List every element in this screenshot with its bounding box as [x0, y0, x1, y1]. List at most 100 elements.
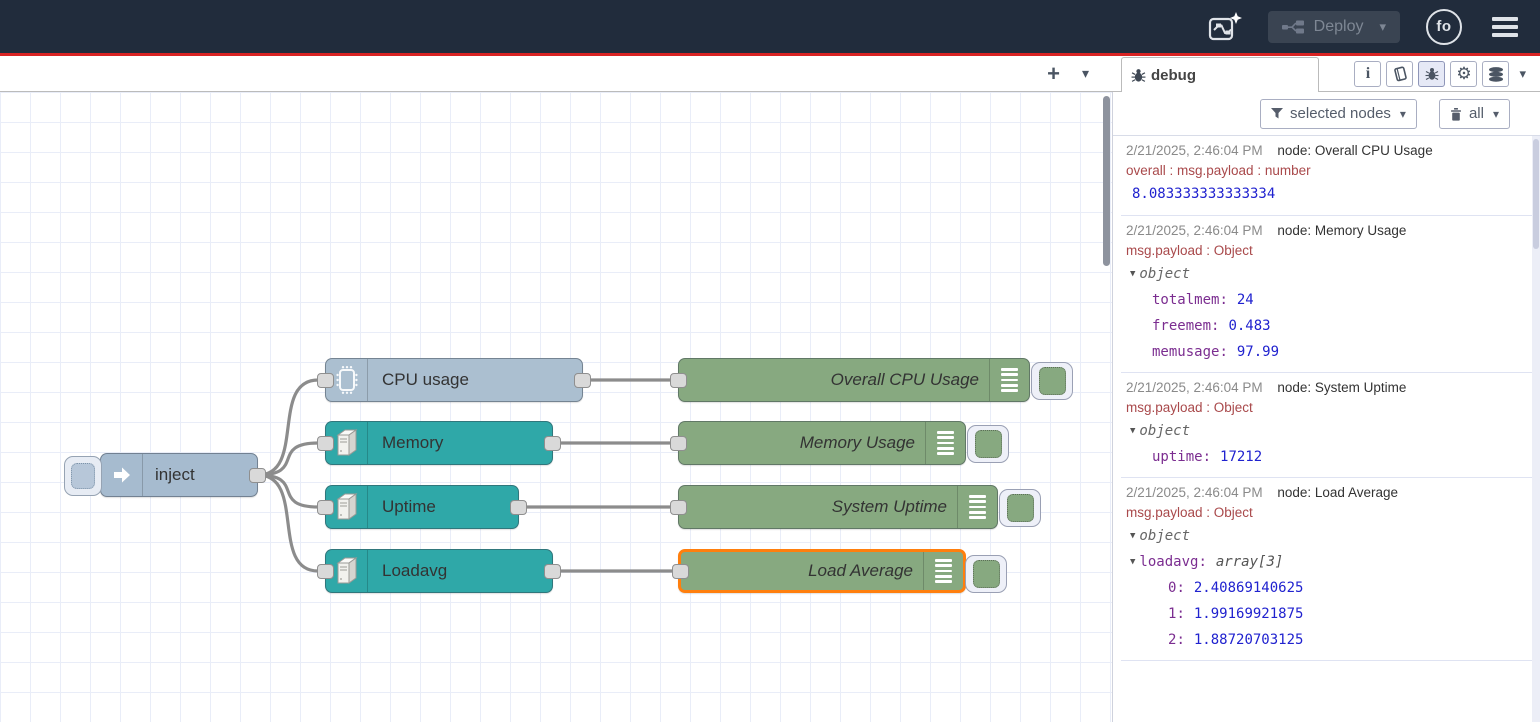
output-port[interactable] [544, 564, 561, 579]
filter-nodes-label: selected nodes [1290, 105, 1391, 122]
deploy-caret-icon[interactable]: ▾ [1379, 19, 1386, 35]
debug-message: 2/21/2025, 2:46:04 PM node: System Uptim… [1121, 373, 1540, 478]
input-port[interactable] [317, 564, 334, 579]
input-port[interactable] [670, 500, 687, 515]
context-tab-button[interactable] [1482, 61, 1509, 87]
debug-message: 2/21/2025, 2:46:04 PM node: Load Average… [1121, 478, 1540, 661]
debug-output-icon [957, 486, 997, 528]
node-loadavg[interactable]: Loadavg [325, 549, 553, 593]
bug-icon [1131, 68, 1146, 83]
input-port[interactable] [317, 500, 334, 515]
debug-filter-row: selected nodes ▾ all ▾ [1113, 92, 1540, 135]
array-value: 1.99169921875 [1194, 601, 1304, 627]
user-avatar[interactable]: fo [1426, 9, 1462, 45]
output-port[interactable] [544, 436, 561, 451]
node-label: inject [155, 454, 195, 496]
input-port[interactable] [670, 436, 687, 451]
object-type-label: object [1139, 523, 1190, 549]
object-value: 24 [1237, 287, 1254, 313]
object-value: 17212 [1220, 444, 1262, 470]
object-key: totalmem [1152, 287, 1228, 313]
clear-messages-label: all [1469, 105, 1484, 122]
inject-trigger-button[interactable] [64, 456, 102, 496]
input-port[interactable] [670, 373, 687, 388]
sidebar-scrollbar-track[interactable] [1532, 136, 1540, 722]
node-debug-memory-usage[interactable]: Memory Usage [678, 421, 966, 465]
message-property: msg.payload : Object [1126, 503, 1530, 523]
clear-messages-button[interactable]: all ▾ [1439, 99, 1510, 129]
input-port[interactable] [317, 373, 334, 388]
node-label: CPU usage [382, 359, 469, 401]
output-port[interactable] [510, 500, 527, 515]
add-flow-button[interactable]: + [1047, 63, 1060, 85]
node-memory[interactable]: Memory [325, 421, 553, 465]
flow-canvas[interactable]: inject CPU usage [0, 92, 1113, 722]
collapse-caret-icon[interactable]: ▼ [1130, 418, 1135, 444]
sidebar-tab-bar: debug i [1113, 56, 1540, 92]
collapse-caret-icon[interactable]: ▼ [1130, 549, 1135, 575]
debug-tab-button[interactable] [1418, 61, 1445, 87]
deploy-icon [1282, 20, 1304, 34]
node-debug-overall-cpu-usage[interactable]: Overall CPU Usage [678, 358, 1030, 402]
canvas-vertical-scrollbar[interactable] [1103, 96, 1110, 266]
object-type-label: object [1139, 418, 1190, 444]
debug-enable-toggle[interactable] [999, 489, 1041, 527]
trash-icon [1450, 107, 1462, 121]
message-node-name: node: System Uptime [1277, 380, 1406, 395]
debug-enable-toggle[interactable] [967, 425, 1009, 463]
sidebar-scrollbar-thumb[interactable] [1533, 139, 1539, 249]
collapse-caret-icon[interactable]: ▼ [1130, 523, 1135, 549]
node-label: Load Average [681, 552, 913, 590]
message-timestamp: 2/21/2025, 2:46:04 PM [1126, 485, 1263, 500]
wire[interactable] [258, 475, 318, 507]
bug-icon [1425, 67, 1439, 81]
debug-enable-toggle[interactable] [1031, 362, 1073, 400]
object-key: freemem [1152, 313, 1219, 339]
input-port[interactable] [317, 436, 334, 451]
flow-list-caret-icon[interactable]: ▾ [1082, 65, 1089, 82]
message-timestamp: 2/21/2025, 2:46:04 PM [1126, 380, 1263, 395]
avatar-label: fo [1436, 18, 1451, 35]
message-property: msg.payload : Object [1126, 241, 1530, 261]
node-label: Memory Usage [679, 422, 915, 464]
workspace: + ▾ inject [0, 56, 1113, 722]
node-uptime[interactable]: Uptime [325, 485, 519, 529]
output-port[interactable] [574, 373, 591, 388]
collapse-caret-icon[interactable]: ▼ [1130, 261, 1135, 287]
array-index: 0 [1168, 575, 1185, 601]
node-inject[interactable]: inject [100, 453, 258, 497]
wire[interactable] [258, 443, 318, 475]
deploy-label: Deploy [1314, 18, 1364, 36]
filter-caret-icon: ▾ [1400, 107, 1406, 121]
tab-debug-label: debug [1151, 67, 1196, 84]
sidebar-toolbar: i [1354, 61, 1526, 87]
filter-icon [1271, 108, 1283, 119]
node-debug-load-average[interactable]: Load Average [678, 549, 966, 593]
input-port[interactable] [672, 564, 689, 579]
tab-debug[interactable]: debug [1121, 57, 1319, 92]
wires-layer [0, 92, 1112, 722]
sidebar-options-caret-icon[interactable]: ▾ [1519, 66, 1526, 82]
output-port[interactable] [249, 468, 266, 483]
message-value: 8.083333333333334 [1126, 181, 1530, 208]
node-label: Loadavg [382, 550, 447, 592]
deploy-button[interactable]: Deploy ▾ [1268, 11, 1400, 43]
node-debug-system-uptime[interactable]: System Uptime [678, 485, 998, 529]
database-icon [1487, 66, 1505, 83]
debug-enable-toggle[interactable] [965, 555, 1007, 593]
config-tab-button[interactable]: ⚙ [1450, 61, 1477, 87]
filter-nodes-button[interactable]: selected nodes ▾ [1260, 99, 1417, 129]
message-property: msg.payload : Object [1126, 398, 1530, 418]
array-value: 1.88720703125 [1194, 627, 1304, 653]
flow-assistant-icon[interactable] [1208, 11, 1242, 42]
array-value: 2.40869140625 [1194, 575, 1304, 601]
node-cpu-usage[interactable]: CPU usage [325, 358, 583, 402]
help-tab-button[interactable] [1386, 61, 1413, 87]
node-label: Overall CPU Usage [679, 359, 979, 401]
inject-arrow-icon [101, 454, 143, 496]
info-tab-button[interactable]: i [1354, 61, 1381, 87]
debug-output-icon [989, 359, 1029, 401]
object-type-label: object [1139, 261, 1190, 287]
main-menu-icon[interactable] [1488, 13, 1522, 41]
node-label: System Uptime [679, 486, 947, 528]
